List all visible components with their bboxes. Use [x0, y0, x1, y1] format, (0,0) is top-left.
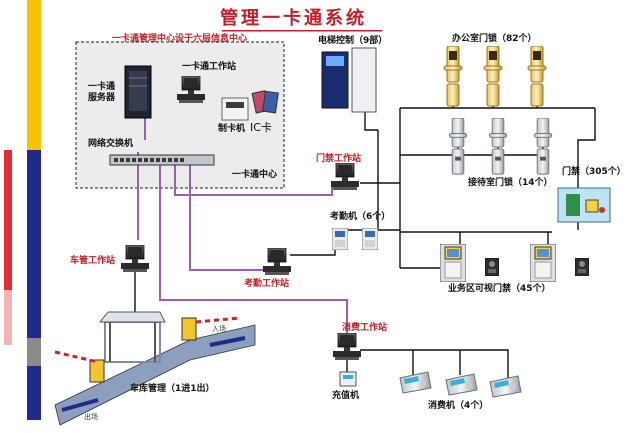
center-header: 一卡通管理中心设于六层信息中心: [112, 34, 248, 44]
access-control-label: 门禁（305个）: [562, 167, 626, 177]
center-label: 一卡通中心: [232, 170, 278, 180]
center-workstation-label: 一卡通工作站: [182, 62, 237, 72]
consume-station-label: 消费工作站: [342, 323, 388, 333]
attendance-station-label: 考勤工作站: [244, 279, 290, 289]
reception-locks-label: 接待室门锁（14个）: [468, 178, 553, 188]
lane-in-label: 入场: [212, 325, 226, 333]
office-locks-label: 办公室门锁（82个）: [452, 34, 537, 44]
server-label: 一卡通 服务器: [88, 82, 116, 103]
switch-label: 网络交换机: [88, 139, 134, 149]
recharger-label: 充值机: [332, 391, 360, 401]
diagram-title: 管理一卡通系统: [220, 8, 367, 29]
garage-label: 车库管理（1进1出）: [130, 384, 215, 394]
parking-station-label: 车管工作站: [70, 256, 116, 266]
elevator-label: 电梯控制（9部）: [318, 36, 388, 46]
attendance-devices-label: 考勤机（6个）: [330, 212, 391, 222]
access-station-label: 门禁工作站: [316, 154, 362, 164]
pos-label: 消费机（4个）: [428, 401, 489, 411]
video-intercom-label: 业务区可视门禁（45个）: [448, 284, 551, 294]
lane-out-label: 出场: [84, 413, 98, 421]
ic-card-label: IC卡: [250, 121, 272, 134]
card-maker-label: 制卡机: [218, 124, 246, 134]
